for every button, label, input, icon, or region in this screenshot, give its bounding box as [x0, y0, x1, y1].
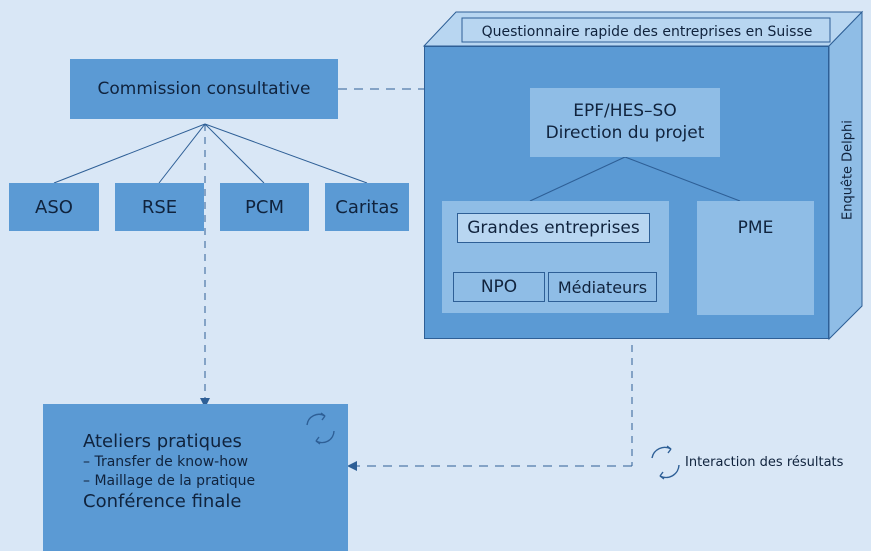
npo-box: NPO — [453, 272, 545, 302]
direction-line2: Direction du projet — [545, 122, 705, 143]
direction-box: EPF/HES–SO Direction du projet — [530, 88, 720, 157]
stakeholder-label: PCM — [245, 196, 284, 218]
commission-label: Commission consultative — [97, 79, 311, 99]
cycle-icon — [306, 412, 335, 445]
grandes-label: Grandes entreprises — [467, 218, 640, 238]
link-caritas — [204, 123, 368, 184]
commission-box: Commission consultative — [70, 59, 338, 119]
stakeholder-label: Caritas — [335, 196, 399, 218]
link-rse — [158, 123, 206, 184]
stakeholder-label: ASO — [35, 196, 73, 218]
ateliers-box: Ateliers pratiques – Transfer de know-ho… — [43, 404, 348, 551]
arrow-left — [347, 461, 357, 471]
ateliers-item: – Transfer de know-how — [83, 454, 249, 471]
interaction-label: Interaction des résultats — [685, 455, 844, 470]
arrow-down — [200, 398, 210, 408]
ateliers-final: Conférence finale — [83, 490, 242, 512]
npo-label: NPO — [480, 277, 518, 297]
stakeholder-aso: ASO — [9, 183, 99, 231]
pme-box: PME — [697, 201, 814, 315]
stakeholder-label: RSE — [141, 196, 178, 218]
grandes-entreprises-box: Grandes entreprises — [457, 213, 650, 243]
link-aso — [53, 123, 206, 184]
cycle-icon — [651, 445, 680, 480]
mediateurs-label: Médiateurs — [557, 277, 648, 297]
block-side-face — [828, 10, 863, 341]
ateliers-item: – Maillage de la pratique — [83, 472, 256, 489]
stakeholder-pcm: PCM — [220, 183, 309, 231]
stakeholder-caritas: Caritas — [325, 183, 409, 231]
pme-label: PME — [737, 218, 774, 238]
link-direction-grandes — [529, 156, 626, 202]
ateliers-title: Ateliers pratiques — [83, 431, 242, 452]
mediateurs-box: Médiateurs — [548, 272, 657, 302]
link-pcm — [204, 123, 265, 184]
block-top-label-frame — [461, 17, 831, 43]
stakeholder-rse: RSE — [115, 183, 204, 231]
link-direction-pme — [624, 156, 741, 202]
questionnaire-label: Questionnaire rapide des entreprises en … — [481, 24, 813, 40]
direction-line1: EPF/HES–SO — [573, 101, 677, 122]
